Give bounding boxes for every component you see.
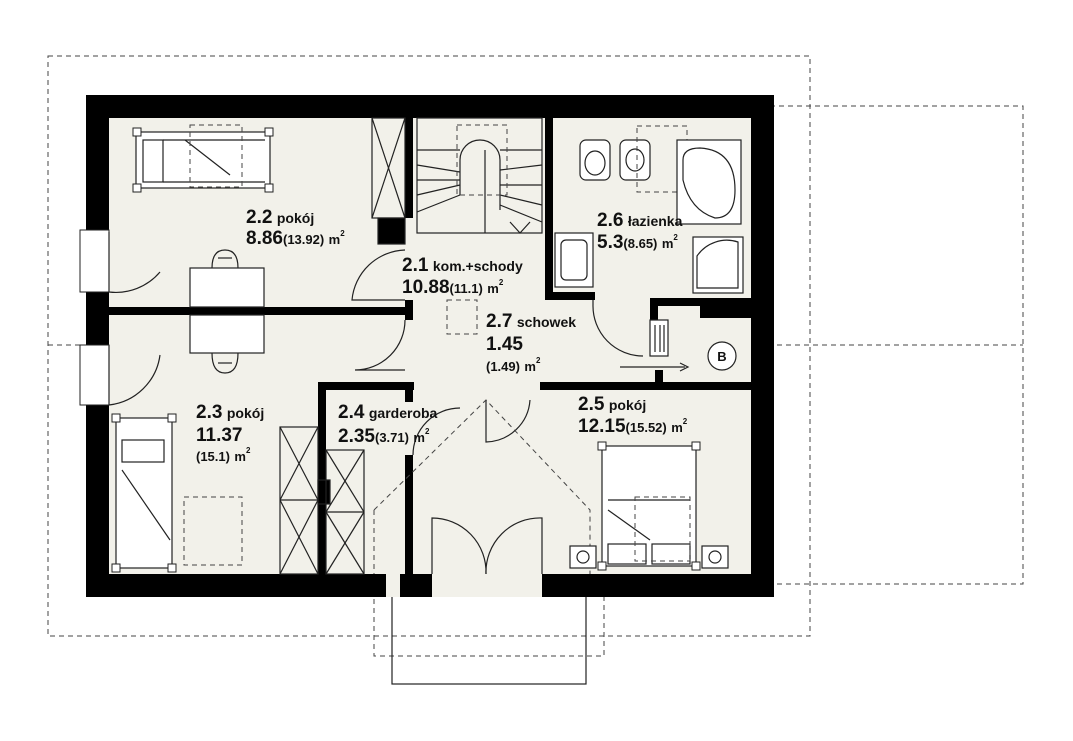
svg-text:1.45: 1.45 [486,334,523,355]
bed-2-3 [111,413,177,573]
staircase [416,117,543,234]
svg-text:10.88(11.1) m2: 10.88(11.1) m2 [402,277,504,298]
svg-text:11.37: 11.37 [196,425,243,446]
svg-text:2.7 schowek: 2.7 schowek [486,311,576,332]
balcony-outline [373,591,605,657]
window-west-1 [79,229,110,293]
svg-text:2.4 garderoba: 2.4 garderoba [338,402,438,423]
bed-2-5 [569,441,729,571]
svg-text:2.5 pokój: 2.5 pokój [578,394,646,415]
svg-text:2.6 łazienka: 2.6 łazienka [597,210,683,231]
room-label-2-5: 2.5 pokój 12.15(15.52) m2 [578,394,688,437]
hatch [446,299,478,335]
desk-2-2 [189,249,265,308]
wardrobe-2-2 [371,117,406,245]
svg-text:2.1 kom.+schody: 2.1 kom.+schody [402,255,523,276]
roof-window [183,496,243,566]
room-label-2-3: 2.3 pokój 11.37 (15.1) m2 [196,402,264,465]
window-west-2 [79,344,110,406]
room-label-2-2: 2.2 pokój 8.86(13.92) m2 [246,207,345,249]
bathroom-fixtures [554,125,744,372]
desk-2-3 [189,314,265,374]
roof-outline [47,55,811,637]
balcony-door-opening [432,574,542,597]
boiler-symbol [707,341,737,371]
roof-window [189,124,243,188]
svg-text:2.3 pokój: 2.3 pokój [196,402,264,423]
boiler-label: B [717,349,726,364]
room-label-2-4: 2.4 garderoba 2.35(3.71) m2 [338,402,438,447]
interior-walls [109,118,751,597]
svg-text:12.15(15.52) m2: 12.15(15.52) m2 [578,416,688,437]
svg-text:2.2 pokój: 2.2 pokój [246,207,314,228]
room-label-2-7: 2.7 schowek 1.45 (1.49) m2 [486,311,576,375]
room-label-2-6: 2.6 łazienka 5.3(8.65) m2 [597,210,683,253]
door-swings [108,232,644,575]
svg-text:(1.49) m2: (1.49) m2 [486,356,541,375]
svg-text:2.35(3.71) m2: 2.35(3.71) m2 [338,426,430,447]
svg-text:(15.1) m2: (15.1) m2 [196,446,251,465]
svg-text:5.3(8.65) m2: 5.3(8.65) m2 [597,232,678,253]
svg-text:8.86(13.92) m2: 8.86(13.92) m2 [246,228,345,249]
shelving-2-4 [325,449,365,575]
roof-window [456,124,508,196]
room-label-2-1: 2.1 kom.+schody 10.88(11.1) m2 [402,255,523,298]
wardrobe-2-3 [279,426,331,575]
bed-2-2 [132,127,274,193]
balcony [391,591,587,685]
roof-outline-east [769,105,1024,585]
